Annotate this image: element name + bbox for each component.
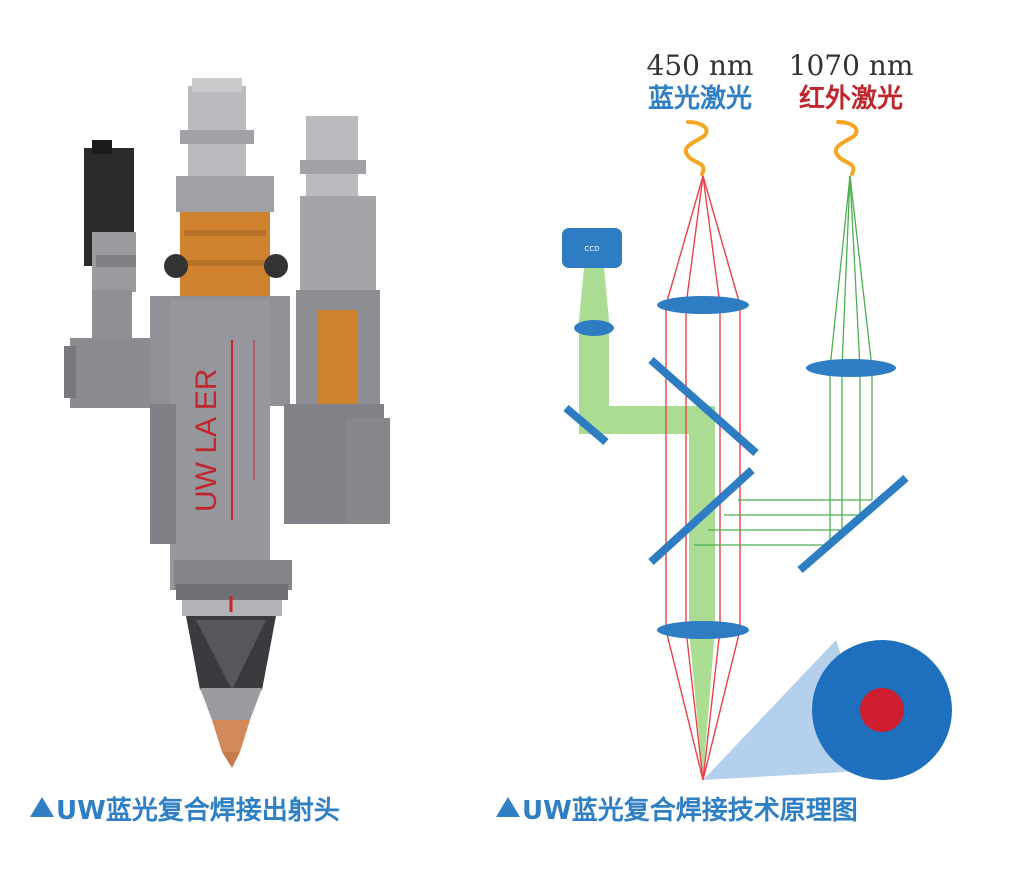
blue-laser-label: 蓝光激光: [648, 83, 752, 114]
ccd-label: CCD: [584, 245, 599, 253]
ir-folding-mirror: [797, 474, 909, 574]
ccd-mirror: [563, 404, 609, 446]
blue-laser-beam: [665, 175, 741, 781]
principle-diagram-caption-text: UW蓝光复合焊接技术原理图: [522, 796, 858, 826]
ir-collimator-lens: [806, 359, 896, 377]
blue-collimator-lens: [657, 296, 749, 314]
ccd-observation-beam: [578, 268, 715, 778]
caption-triangle-icon: [30, 797, 54, 817]
welding-head-caption: UW蓝光复合焊接出射头: [30, 790, 340, 827]
blue-laser-wave-icon: [684, 120, 709, 176]
ir-laser-wave-icon: [834, 120, 859, 176]
welding-head-caption-text: UW蓝光复合焊接出射头: [56, 796, 340, 826]
upper-dichroic-mirror: [648, 357, 759, 456]
ccd-camera: [562, 228, 622, 268]
ir-laser-wavelength: 1070 nm: [789, 49, 914, 82]
lower-dichroic-mirror: [648, 467, 755, 565]
ccd-lens: [574, 320, 614, 336]
spot-blue-inner: [860, 688, 904, 732]
principle-diagram-caption: UW蓝光复合焊接技术原理图: [496, 790, 858, 827]
ir-laser-beam: [694, 175, 873, 546]
welding-head-illustration: [64, 78, 390, 768]
focusing-lens: [657, 621, 749, 639]
ir-laser-label: 红外激光: [799, 83, 903, 114]
head-brand-text: UW LA ER: [190, 369, 223, 512]
blue-laser-wavelength: 450 nm: [647, 49, 754, 82]
caption-triangle-icon: [496, 797, 520, 817]
